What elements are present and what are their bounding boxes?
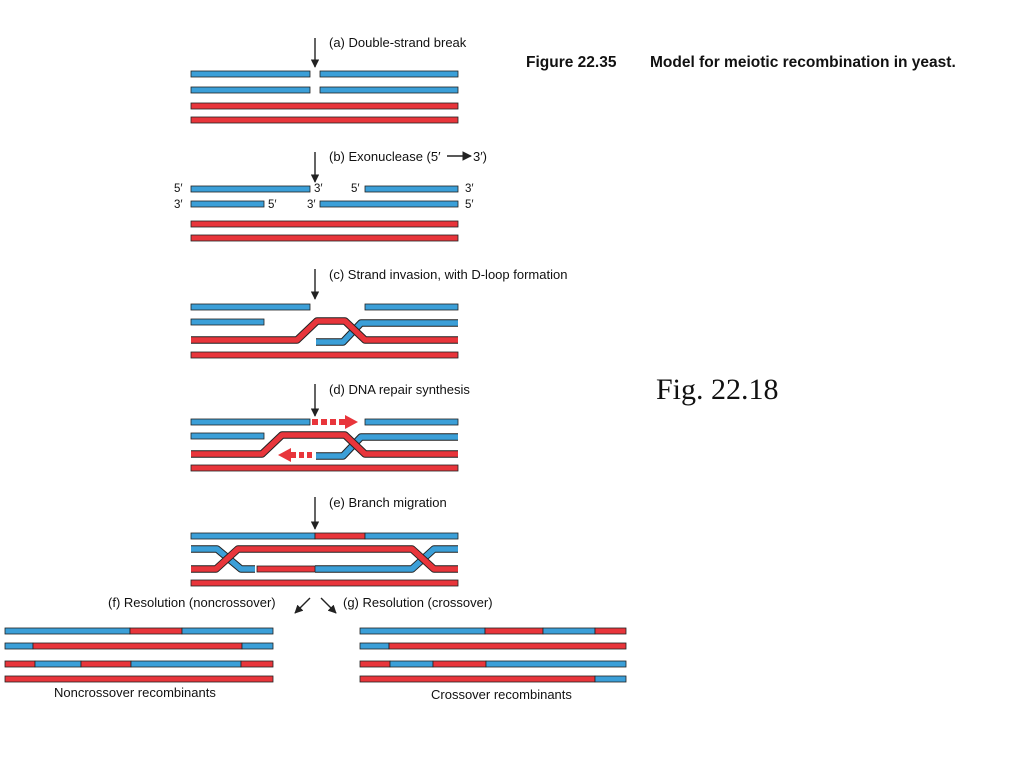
strand-red [240,660,274,668]
crossover-arrow-icon [320,597,337,614]
strand-red [432,660,487,668]
d-loop-strand-red [191,318,458,343]
strand-red [190,579,459,587]
strand-blue [190,303,311,311]
crossover-caption: Crossover recombinants [431,687,572,702]
noncrossover-recombinants: Noncrossover recombinants [4,627,274,700]
strand-blue [190,418,311,426]
crossover-recombinants: Crossover recombinants [359,627,627,702]
strand-blue-segment [594,675,627,683]
strand-blue-segment [130,660,242,668]
end-label: 3′ [314,183,323,195]
strand-red [190,102,459,110]
strand-red [190,116,459,124]
end-label: 3′ [174,199,183,211]
strand-blue [319,200,459,208]
strand-blue-segment [389,660,434,668]
figure-title: Model for meiotic recombination in yeast… [650,54,956,71]
strand-red [190,351,459,359]
step-b-label: (b) Exonuclease (5′ [329,149,441,164]
step-g-label: (g) Resolution (crossover) [343,595,493,610]
synthesis-arrowhead-icon [278,448,291,462]
strand-red-segment [484,627,544,635]
end-label: 5′ [174,183,183,195]
strand-blue [190,86,311,94]
step-d-label: (d) DNA repair synthesis [329,382,470,397]
strand-blue [181,627,274,635]
strand-red [4,660,36,668]
step-b-exonuclease: (b) Exonuclease (5′ 3′) 5′ 3′ 3′ 5′ 5′ 3… [174,149,487,242]
step-c-label: (c) Strand invasion, with D-loop formati… [329,267,567,282]
strand-red-segment [388,642,627,650]
strand-red-segment [129,627,183,635]
strand-blue [359,627,486,635]
strand-blue [364,418,459,426]
strand-red-segment [32,642,243,650]
strand-red-segment [594,627,627,635]
strand-blue [190,200,265,208]
strand-blue [190,70,311,78]
noncrossover-arrow-icon [294,597,311,614]
strand-blue [364,303,459,311]
end-label: 3′ [307,199,316,211]
strand-red [190,234,459,242]
step-d-repair-synthesis: (d) DNA repair synthesis [190,382,470,472]
strand-blue [190,432,265,440]
new-synthesis-dashes-right [312,415,358,429]
strand-blue [4,627,131,635]
strand-blue [319,70,459,78]
strand-red [4,675,274,683]
noncrossover-caption: Noncrossover recombinants [54,685,216,700]
strand-red [80,660,132,668]
synthesis-arrowhead-icon [345,415,358,429]
strand-blue [190,318,265,326]
d-loop-strand-red [191,432,458,457]
strand-red [359,660,391,668]
strand-blue [241,642,274,650]
end-label: 5′ [268,199,277,211]
step-f-label: (f) Resolution (noncrossover) [108,595,276,610]
end-label: 3′ [465,183,474,195]
strand-blue [364,185,459,193]
step-e-branch-migration: (e) Branch migration [190,495,459,587]
step-b-label-end: 3′) [473,149,487,164]
strand-blue [542,627,596,635]
strand-blue [364,532,459,540]
end-label: 5′ [465,199,474,211]
strand-red-segment [256,565,316,573]
strand-blue-segment [485,660,627,668]
strand-blue-segment [34,660,82,668]
step-c-strand-invasion: (c) Strand invasion, with D-loop formati… [190,267,567,359]
strand-red [190,464,459,472]
strand-blue [319,86,459,94]
strand-red-segment [314,532,366,540]
end-label: 5′ [351,183,360,195]
figure-number: Figure 22.35 [526,54,617,71]
step-e-label: (e) Branch migration [329,495,447,510]
strand-blue [359,642,390,650]
new-synthesis-dashes-left [278,448,312,462]
step-a-label: (a) Double-strand break [329,35,467,50]
strand-blue [190,185,311,193]
strand-blue [4,642,34,650]
holliday-strand-red [191,546,458,572]
strand-red [190,220,459,228]
strand-blue [190,532,316,540]
slide-figure-ref: Fig. 22.18 [656,373,779,406]
strand-red [359,675,596,683]
step-a-double-strand-break: (a) Double-strand break [190,35,467,124]
